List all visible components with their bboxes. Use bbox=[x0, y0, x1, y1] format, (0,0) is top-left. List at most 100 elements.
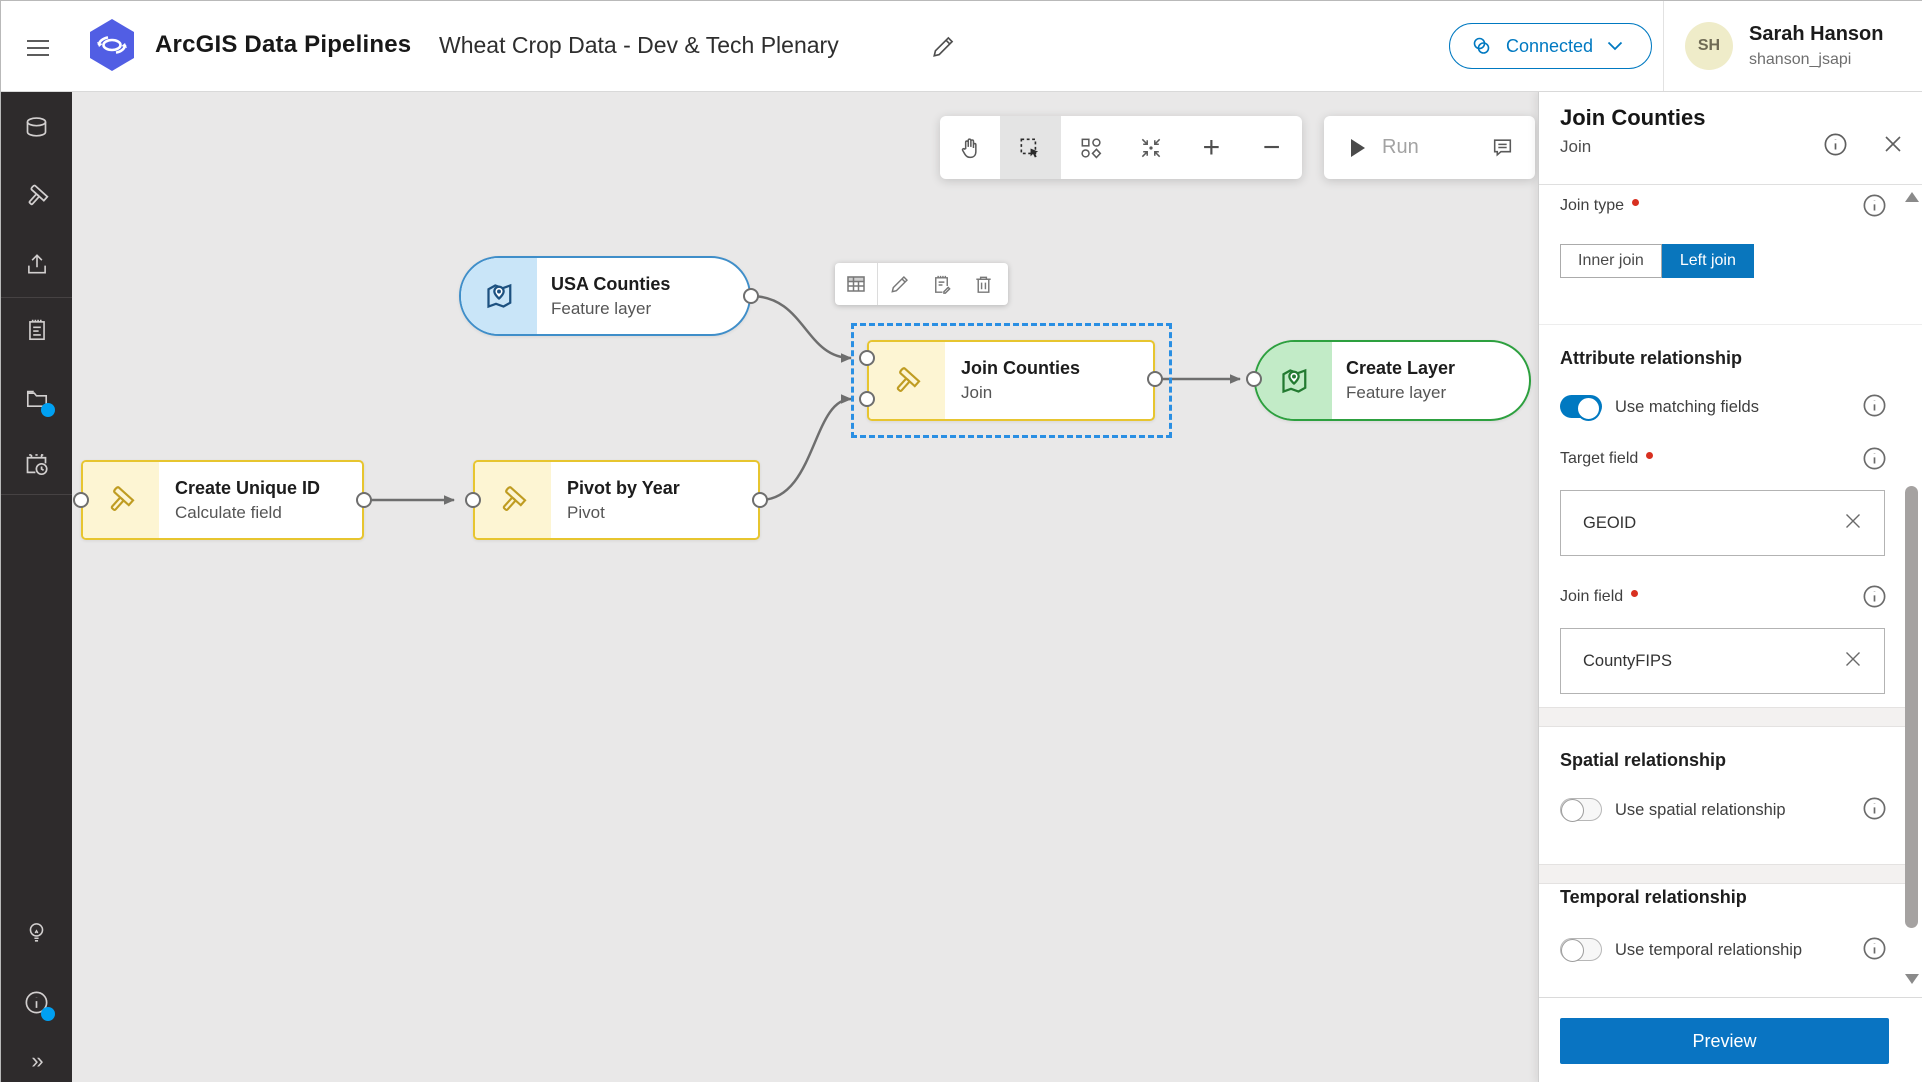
use-spatial-relationship-toggle[interactable] bbox=[1560, 798, 1602, 822]
feature-layer-icon bbox=[461, 258, 537, 334]
join-settings-panel: Join Counties Join Join type Inner join … bbox=[1538, 92, 1922, 1082]
tools-icon[interactable] bbox=[1, 170, 72, 222]
target-field-label: Target field bbox=[1560, 450, 1654, 468]
rail-divider bbox=[1, 494, 72, 495]
join-field-label: Join field bbox=[1560, 588, 1639, 606]
input-port[interactable] bbox=[73, 492, 89, 508]
panel-divider bbox=[1539, 184, 1922, 185]
notes-icon[interactable] bbox=[1, 304, 72, 356]
comment-icon[interactable] bbox=[1490, 135, 1515, 160]
clear-target-field-icon[interactable] bbox=[1844, 512, 1862, 530]
section-separator bbox=[1539, 707, 1910, 727]
clear-join-field-icon[interactable] bbox=[1844, 650, 1862, 668]
user-name: Sarah Hanson bbox=[1749, 23, 1884, 45]
close-panel-icon[interactable] bbox=[1883, 134, 1903, 154]
output-port[interactable] bbox=[356, 492, 372, 508]
node-subtitle: Feature layer bbox=[1346, 383, 1447, 402]
target-field-input[interactable]: GEOID bbox=[1560, 490, 1885, 556]
panel-scrollbar[interactable] bbox=[1902, 186, 1920, 996]
matching-fields-info-icon[interactable] bbox=[1861, 392, 1888, 419]
required-dot bbox=[1632, 199, 1640, 206]
scroll-down-icon[interactable] bbox=[1905, 974, 1919, 984]
ideas-lightbulb-icon[interactable] bbox=[1, 906, 72, 958]
expand-rail-icon[interactable]: » bbox=[31, 1048, 43, 1073]
connection-status-button[interactable]: Connected bbox=[1449, 23, 1652, 69]
tool-hammer-icon bbox=[83, 462, 159, 538]
fit-to-view-icon[interactable] bbox=[1121, 116, 1181, 179]
run-button[interactable]: Run bbox=[1382, 136, 1419, 158]
edge-layer bbox=[364, 294, 1241, 505]
node-create-unique-id[interactable]: Create Unique ID Calculate field bbox=[81, 460, 364, 540]
rail-divider bbox=[1, 297, 72, 298]
scrollbar-thumb[interactable] bbox=[1905, 486, 1918, 928]
input-port[interactable] bbox=[859, 391, 875, 407]
run-play-icon[interactable] bbox=[1348, 137, 1368, 159]
input-port[interactable] bbox=[859, 350, 875, 366]
temporal-relationship-info-icon[interactable] bbox=[1861, 935, 1888, 962]
zoom-in-icon[interactable]: + bbox=[1202, 130, 1221, 164]
output-port[interactable] bbox=[752, 492, 768, 508]
panel-footer-divider bbox=[1539, 997, 1922, 998]
panel-info-icon[interactable] bbox=[1822, 131, 1849, 158]
panel-title: Join Counties bbox=[1560, 105, 1706, 130]
node-subtitle: Pivot bbox=[567, 502, 605, 522]
left-join-option[interactable]: Left join bbox=[1661, 244, 1754, 278]
join-type-info-icon[interactable] bbox=[1861, 192, 1888, 219]
preview-button[interactable]: Preview bbox=[1560, 1018, 1889, 1064]
target-field-value: GEOID bbox=[1583, 513, 1637, 532]
join-field-input[interactable]: CountyFIPS bbox=[1560, 628, 1885, 694]
node-subtitle: Join bbox=[961, 383, 993, 402]
use-matching-fields-toggle[interactable] bbox=[1560, 395, 1602, 421]
node-join-counties[interactable]: Join Counties Join bbox=[867, 340, 1155, 421]
auto-layout-icon[interactable] bbox=[1061, 116, 1121, 179]
use-temporal-relationship-toggle[interactable] bbox=[1560, 938, 1602, 962]
results-folder-icon[interactable] bbox=[1, 372, 72, 424]
node-title: Create Unique ID bbox=[175, 477, 321, 498]
node-context-toolbar bbox=[835, 263, 1008, 305]
target-field-info-icon[interactable] bbox=[1861, 445, 1888, 472]
hamburger-menu-icon[interactable] bbox=[27, 35, 51, 57]
edit-pipeline-name-icon[interactable] bbox=[929, 33, 959, 63]
delete-node-icon[interactable] bbox=[962, 263, 1004, 305]
data-pipelines-logo-icon bbox=[89, 18, 135, 72]
user-login: shanson_jsapi bbox=[1749, 51, 1852, 68]
pipeline-canvas[interactable]: USA Counties Feature layer Create Unique… bbox=[72, 92, 1538, 1082]
avatar[interactable]: SH bbox=[1685, 22, 1733, 70]
use-temporal-relationship-label: Use temporal relationship bbox=[1615, 941, 1803, 959]
output-port[interactable] bbox=[743, 288, 759, 304]
input-port[interactable] bbox=[1246, 371, 1262, 387]
inner-join-option[interactable]: Inner join bbox=[1560, 244, 1662, 278]
connection-icon bbox=[1470, 34, 1494, 58]
app-title: ArcGIS Data Pipelines bbox=[155, 31, 412, 58]
outputs-icon[interactable] bbox=[1, 238, 72, 290]
pan-tool-icon[interactable] bbox=[940, 116, 1000, 179]
left-action-bar: » bbox=[1, 92, 72, 1082]
schedules-icon[interactable] bbox=[1, 438, 72, 490]
pipeline-title: Wheat Crop Data - Dev & Tech Plenary bbox=[439, 32, 839, 58]
input-port[interactable] bbox=[465, 492, 481, 508]
information-icon[interactable] bbox=[1, 976, 72, 1028]
zoom-out-icon[interactable]: − bbox=[1262, 130, 1281, 164]
join-type-label: Join type bbox=[1560, 197, 1640, 215]
output-port[interactable] bbox=[1147, 371, 1163, 387]
scroll-up-icon[interactable] bbox=[1905, 192, 1919, 202]
node-notes-icon[interactable] bbox=[920, 263, 962, 305]
data-sources-icon[interactable] bbox=[1, 101, 72, 153]
join-field-info-icon[interactable] bbox=[1861, 583, 1888, 610]
join-field-value: CountyFIPS bbox=[1583, 651, 1672, 670]
panel-subtitle: Join bbox=[1560, 137, 1592, 156]
node-usa-counties[interactable]: USA Counties Feature layer bbox=[459, 256, 751, 336]
section-divider bbox=[1539, 324, 1922, 325]
node-create-layer[interactable]: Create Layer Feature layer bbox=[1254, 340, 1531, 421]
select-tool-icon[interactable] bbox=[1000, 116, 1061, 179]
spatial-relationship-info-icon[interactable] bbox=[1861, 795, 1888, 822]
edit-node-icon[interactable] bbox=[878, 263, 920, 305]
results-notification-dot bbox=[41, 403, 55, 417]
preview-table-icon[interactable] bbox=[835, 263, 877, 305]
join-type-segmented-control: Inner join Left join bbox=[1560, 244, 1754, 278]
header-divider bbox=[1663, 1, 1664, 91]
tool-hammer-icon bbox=[869, 342, 945, 419]
connection-status-label: Connected bbox=[1506, 35, 1594, 56]
node-pivot-by-year[interactable]: Pivot by Year Pivot bbox=[473, 460, 760, 540]
